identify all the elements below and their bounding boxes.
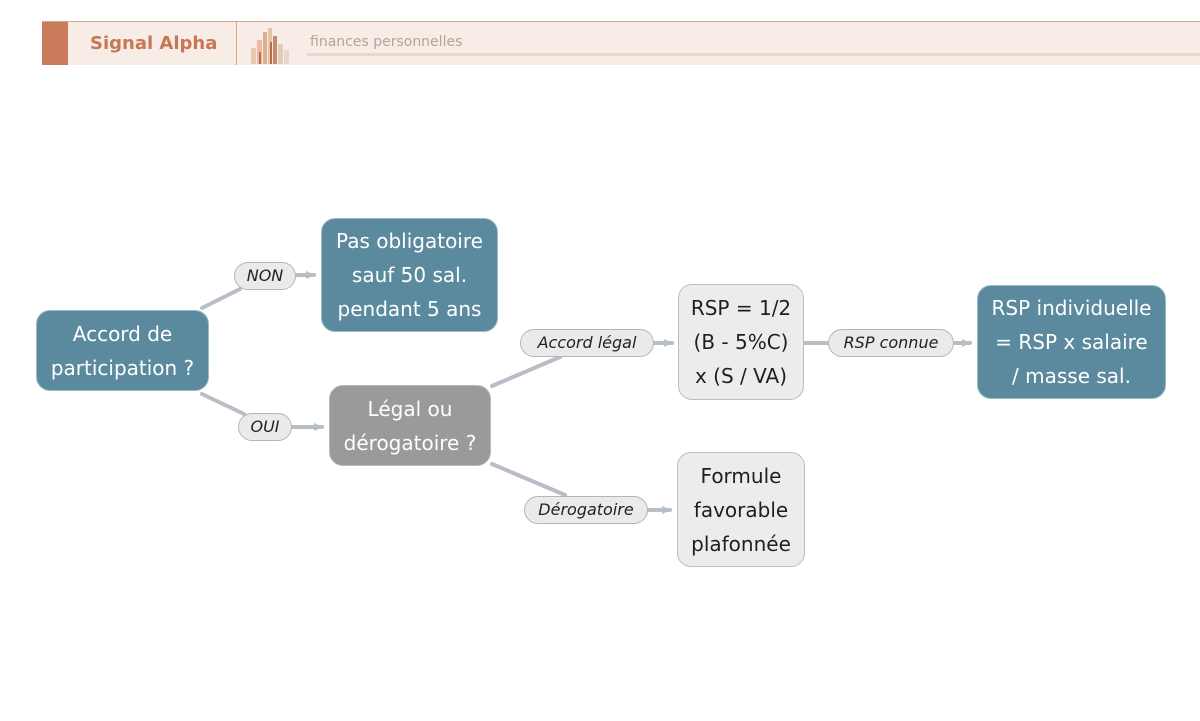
connector-question-legal xyxy=(490,355,562,388)
edge-label-rsp-connue: RSP connue xyxy=(828,329,954,357)
node-formule-derogatoire: Formule favorable plafonnée xyxy=(677,452,805,567)
connector-question-derog xyxy=(490,462,567,497)
bar-chart-icon xyxy=(251,28,289,64)
connector-start-oui xyxy=(200,392,246,416)
connector-start-non xyxy=(200,287,242,310)
node-formule-legale: RSP = 1/2 (B - 5%C) x (S / VA) xyxy=(678,284,804,400)
edge-label-oui: OUI xyxy=(238,413,292,441)
tagline-underline xyxy=(307,53,1200,56)
node-accord-participation: Accord de participation ? xyxy=(36,310,209,391)
node-rsp-individuelle: RSP individuelle = RSP x salaire / masse… xyxy=(977,285,1166,399)
node-pas-obligatoire: Pas obligatoire sauf 50 sal. pendant 5 a… xyxy=(321,218,498,332)
edge-label-non: NON xyxy=(234,262,296,290)
header-banner: Signal Alpha finances personnelles xyxy=(42,21,1200,65)
banner-accent-block xyxy=(42,22,68,65)
edge-label-accord-legal: Accord légal xyxy=(520,329,654,357)
banner-separator xyxy=(236,22,237,65)
brand-title[interactable]: Signal Alpha xyxy=(90,33,218,54)
tagline: finances personnelles xyxy=(310,34,463,50)
node-legal-ou-derogatoire: Légal ou dérogatoire ? xyxy=(329,385,491,466)
edge-label-derogatoire: Dérogatoire xyxy=(524,496,648,524)
